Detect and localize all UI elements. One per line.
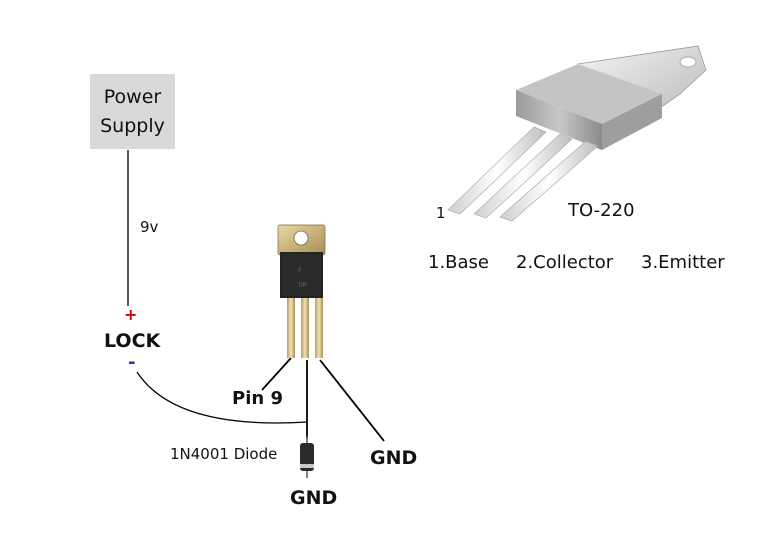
to220-pin-emitter: 3.Emitter [641, 252, 725, 273]
power-supply-line2: Supply [100, 114, 165, 137]
voltage-label: 9v [140, 218, 159, 236]
svg-text:F: F [298, 267, 302, 274]
lock-label: LOCK [104, 330, 161, 352]
svg-text:TIP: TIP [296, 282, 306, 289]
pin-label: Pin 9 [232, 388, 283, 409]
lock-minus-sign: - [128, 352, 136, 373]
diode-label: 1N4001 Diode [170, 445, 278, 463]
power-supply-box: Power Supply [90, 74, 175, 149]
gnd-right-label: GND [370, 447, 418, 469]
gnd-bottom-label: GND [290, 487, 338, 509]
power-supply-line1: Power [103, 85, 162, 108]
lock-plus-sign: + [124, 305, 138, 324]
emitter-wire [319, 359, 385, 442]
to220-pin-base: 1.Base [428, 252, 490, 273]
to220-package-icon [447, 45, 707, 222]
lock-to-junction-wire [136, 371, 308, 424]
to220-package-label: TO-220 [568, 200, 635, 221]
transistor-photo-icon: F TIP [277, 224, 326, 358]
base-wire [261, 357, 292, 391]
to220-pin-collector: 2.Collector [516, 252, 614, 273]
diode-icon [300, 436, 314, 478]
to220-pin-one-marker: 1 [436, 204, 446, 222]
